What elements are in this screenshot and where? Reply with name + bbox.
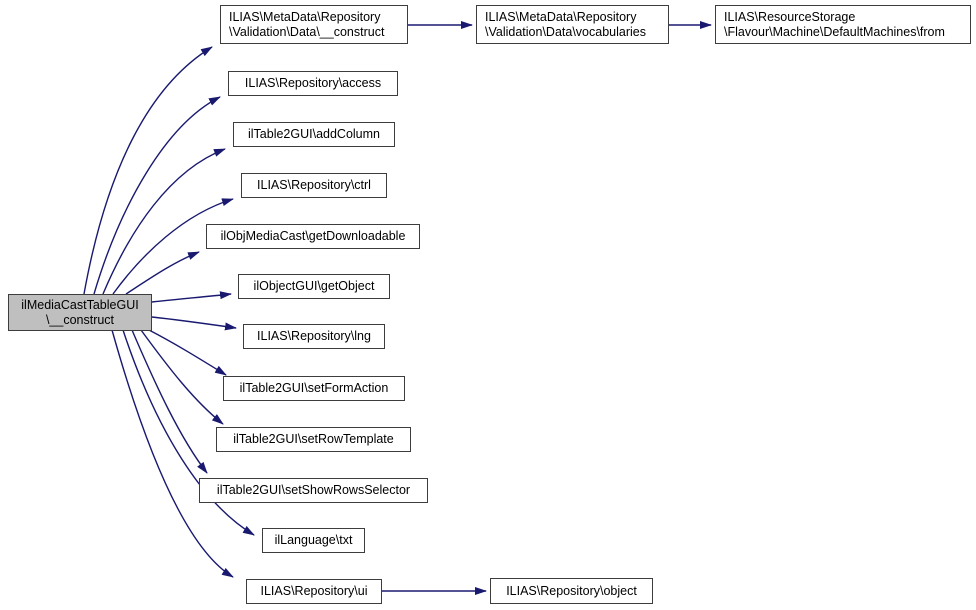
edge-main-to-repository-ctrl — [112, 198, 234, 295]
node-metadata-vocabularies[interactable]: ILIAS\MetaData\Repository \Validation\Da… — [476, 5, 669, 44]
node-table2gui-setrowtemplate[interactable]: ilTable2GUI\setRowTemplate — [216, 427, 411, 452]
node-table2gui-setformaction[interactable]: ilTable2GUI\setFormAction — [223, 376, 405, 401]
node-repository-ctrl[interactable]: ILIAS\Repository\ctrl — [241, 173, 387, 198]
edge-main-to-metadata-construct — [83, 46, 213, 295]
node-repository-access[interactable]: ILIAS\Repository\access — [228, 71, 398, 96]
node-table2gui-addcolumn[interactable]: ilTable2GUI\addColumn — [233, 122, 395, 147]
edge-main-to-illanguage-txt — [122, 329, 255, 536]
edge-main-to-repository-access — [93, 96, 221, 295]
node-table2gui-setshowrowsselector[interactable]: ilTable2GUI\setShowRowsSelector — [199, 478, 428, 503]
node-metadata-construct[interactable]: ILIAS\MetaData\Repository \Validation\Da… — [220, 5, 408, 44]
edge-main-to-objectgui-getobject — [151, 291, 232, 303]
edge-main-to-repository-lng — [151, 316, 237, 331]
edge-main-to-objmediacast-getdownloadable — [125, 251, 200, 295]
edge-main-to-table2gui-setrowtemplate — [140, 329, 224, 425]
node-illanguage-txt[interactable]: ilLanguage\txt — [262, 528, 365, 553]
edge-main-to-table2gui-setformaction — [148, 329, 227, 376]
node-defaultmachines-from[interactable]: ILIAS\ResourceStorage \Flavour\Machine\D… — [715, 5, 971, 44]
node-main: ilMediaCastTableGUI \__construct — [8, 294, 152, 331]
node-repository-object[interactable]: ILIAS\Repository\object — [490, 578, 653, 604]
edge-main-to-table2gui-addcolumn — [102, 148, 226, 295]
edge-main-to-table2gui-setshowrowsselector — [131, 329, 208, 474]
edge-main-to-repository-ui — [111, 329, 234, 578]
node-objectgui-getobject[interactable]: ilObjectGUI\getObject — [238, 274, 390, 299]
node-repository-lng[interactable]: ILIAS\Repository\lng — [243, 324, 385, 349]
node-repository-ui[interactable]: ILIAS\Repository\ui — [246, 579, 382, 604]
node-objmediacast-getdownloadable[interactable]: ilObjMediaCast\getDownloadable — [206, 224, 420, 249]
